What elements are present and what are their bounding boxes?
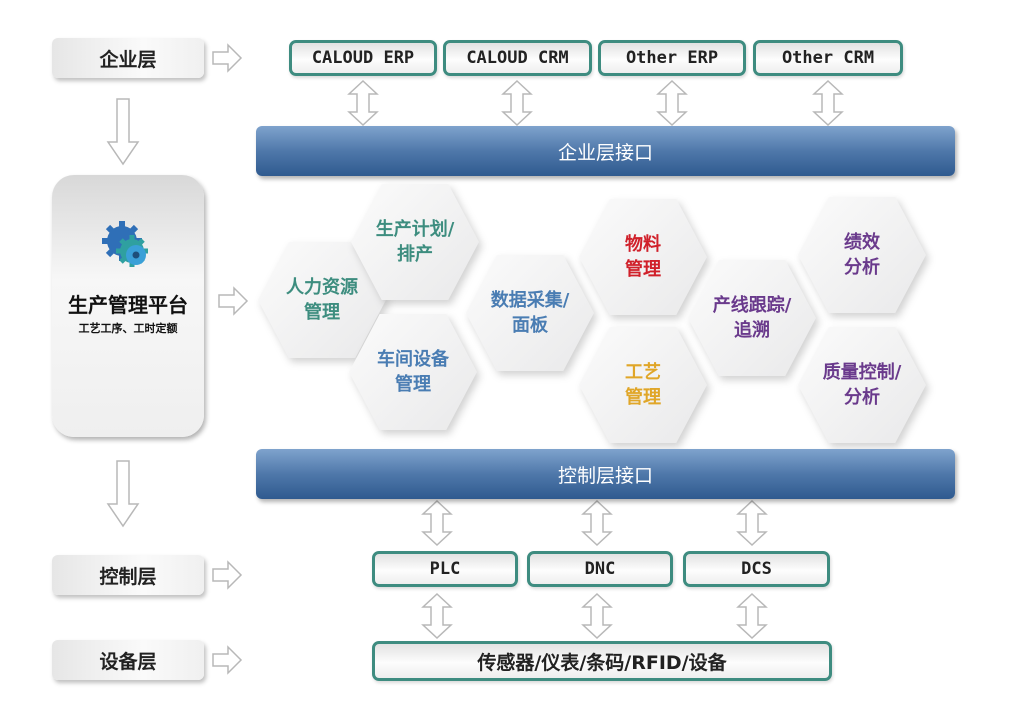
module-process: 工艺 管理 xyxy=(579,327,707,443)
device-layer-label: 设备层 xyxy=(52,640,204,680)
module-label: 产线跟踪/ 追溯 xyxy=(712,295,792,341)
module-label: 车间设备 管理 xyxy=(377,349,449,395)
system-dcs: DCS xyxy=(683,551,830,587)
production-platform: 生产管理平台 工艺工序、工时定额 xyxy=(52,175,204,437)
right-arrow-icon xyxy=(212,645,243,675)
module-material: 物料 管理 xyxy=(579,199,707,315)
module-label: 数据采集/ 面板 xyxy=(490,290,570,336)
double-arrow-icon xyxy=(347,79,379,127)
double-arrow-icon xyxy=(736,499,768,547)
module-hr: 人力资源 管理 xyxy=(258,242,386,358)
module-line-tracking: 产线跟踪/ 追溯 xyxy=(688,260,816,376)
right-arrow-icon xyxy=(212,560,243,590)
double-arrow-icon xyxy=(812,79,844,127)
device-bar: 传感器/仪表/条码/RFID/设备 xyxy=(372,641,832,681)
module-production-planning: 生产计划/ 排产 xyxy=(351,184,479,300)
module-label: 物料 管理 xyxy=(625,234,661,280)
double-arrow-icon xyxy=(421,499,453,547)
module-equipment: 车间设备 管理 xyxy=(349,314,477,430)
module-label: 生产计划/ 排产 xyxy=(375,219,455,265)
module-quality: 质量控制/ 分析 xyxy=(798,327,926,443)
module-label: 绩效 分析 xyxy=(844,232,880,278)
down-arrow-icon xyxy=(106,460,140,528)
double-arrow-icon xyxy=(656,79,688,127)
double-arrow-icon xyxy=(736,592,768,640)
module-label: 工艺 管理 xyxy=(625,362,661,408)
control-interface-bar: 控制层接口 xyxy=(256,449,955,499)
platform-subtitle: 工艺工序、工时定额 xyxy=(78,322,178,335)
system-caloud-erp: CALOUD ERP xyxy=(289,40,437,76)
control-layer-label: 控制层 xyxy=(52,555,204,595)
module-label: 质量控制/ 分析 xyxy=(822,362,902,408)
system-dnc: DNC xyxy=(527,551,673,587)
system-plc: PLC xyxy=(372,551,518,587)
double-arrow-icon xyxy=(421,592,453,640)
down-arrow-icon xyxy=(106,98,140,166)
system-other-erp: Other ERP xyxy=(598,40,746,76)
system-caloud-crm: CALOUD CRM xyxy=(443,40,592,76)
right-arrow-icon xyxy=(212,43,243,73)
module-data-collection: 数据采集/ 面板 xyxy=(466,255,594,371)
module-label: 人力资源 管理 xyxy=(286,277,358,323)
double-arrow-icon xyxy=(501,79,533,127)
system-other-crm: Other CRM xyxy=(753,40,903,76)
double-arrow-icon xyxy=(581,592,613,640)
gears-icon xyxy=(102,221,148,267)
enterprise-interface-bar: 企业层接口 xyxy=(256,126,955,176)
module-performance: 绩效 分析 xyxy=(798,197,926,313)
right-arrow-icon xyxy=(218,286,249,316)
enterprise-layer-label: 企业层 xyxy=(52,38,204,78)
double-arrow-icon xyxy=(581,499,613,547)
platform-title: 生产管理平台 xyxy=(68,293,188,317)
